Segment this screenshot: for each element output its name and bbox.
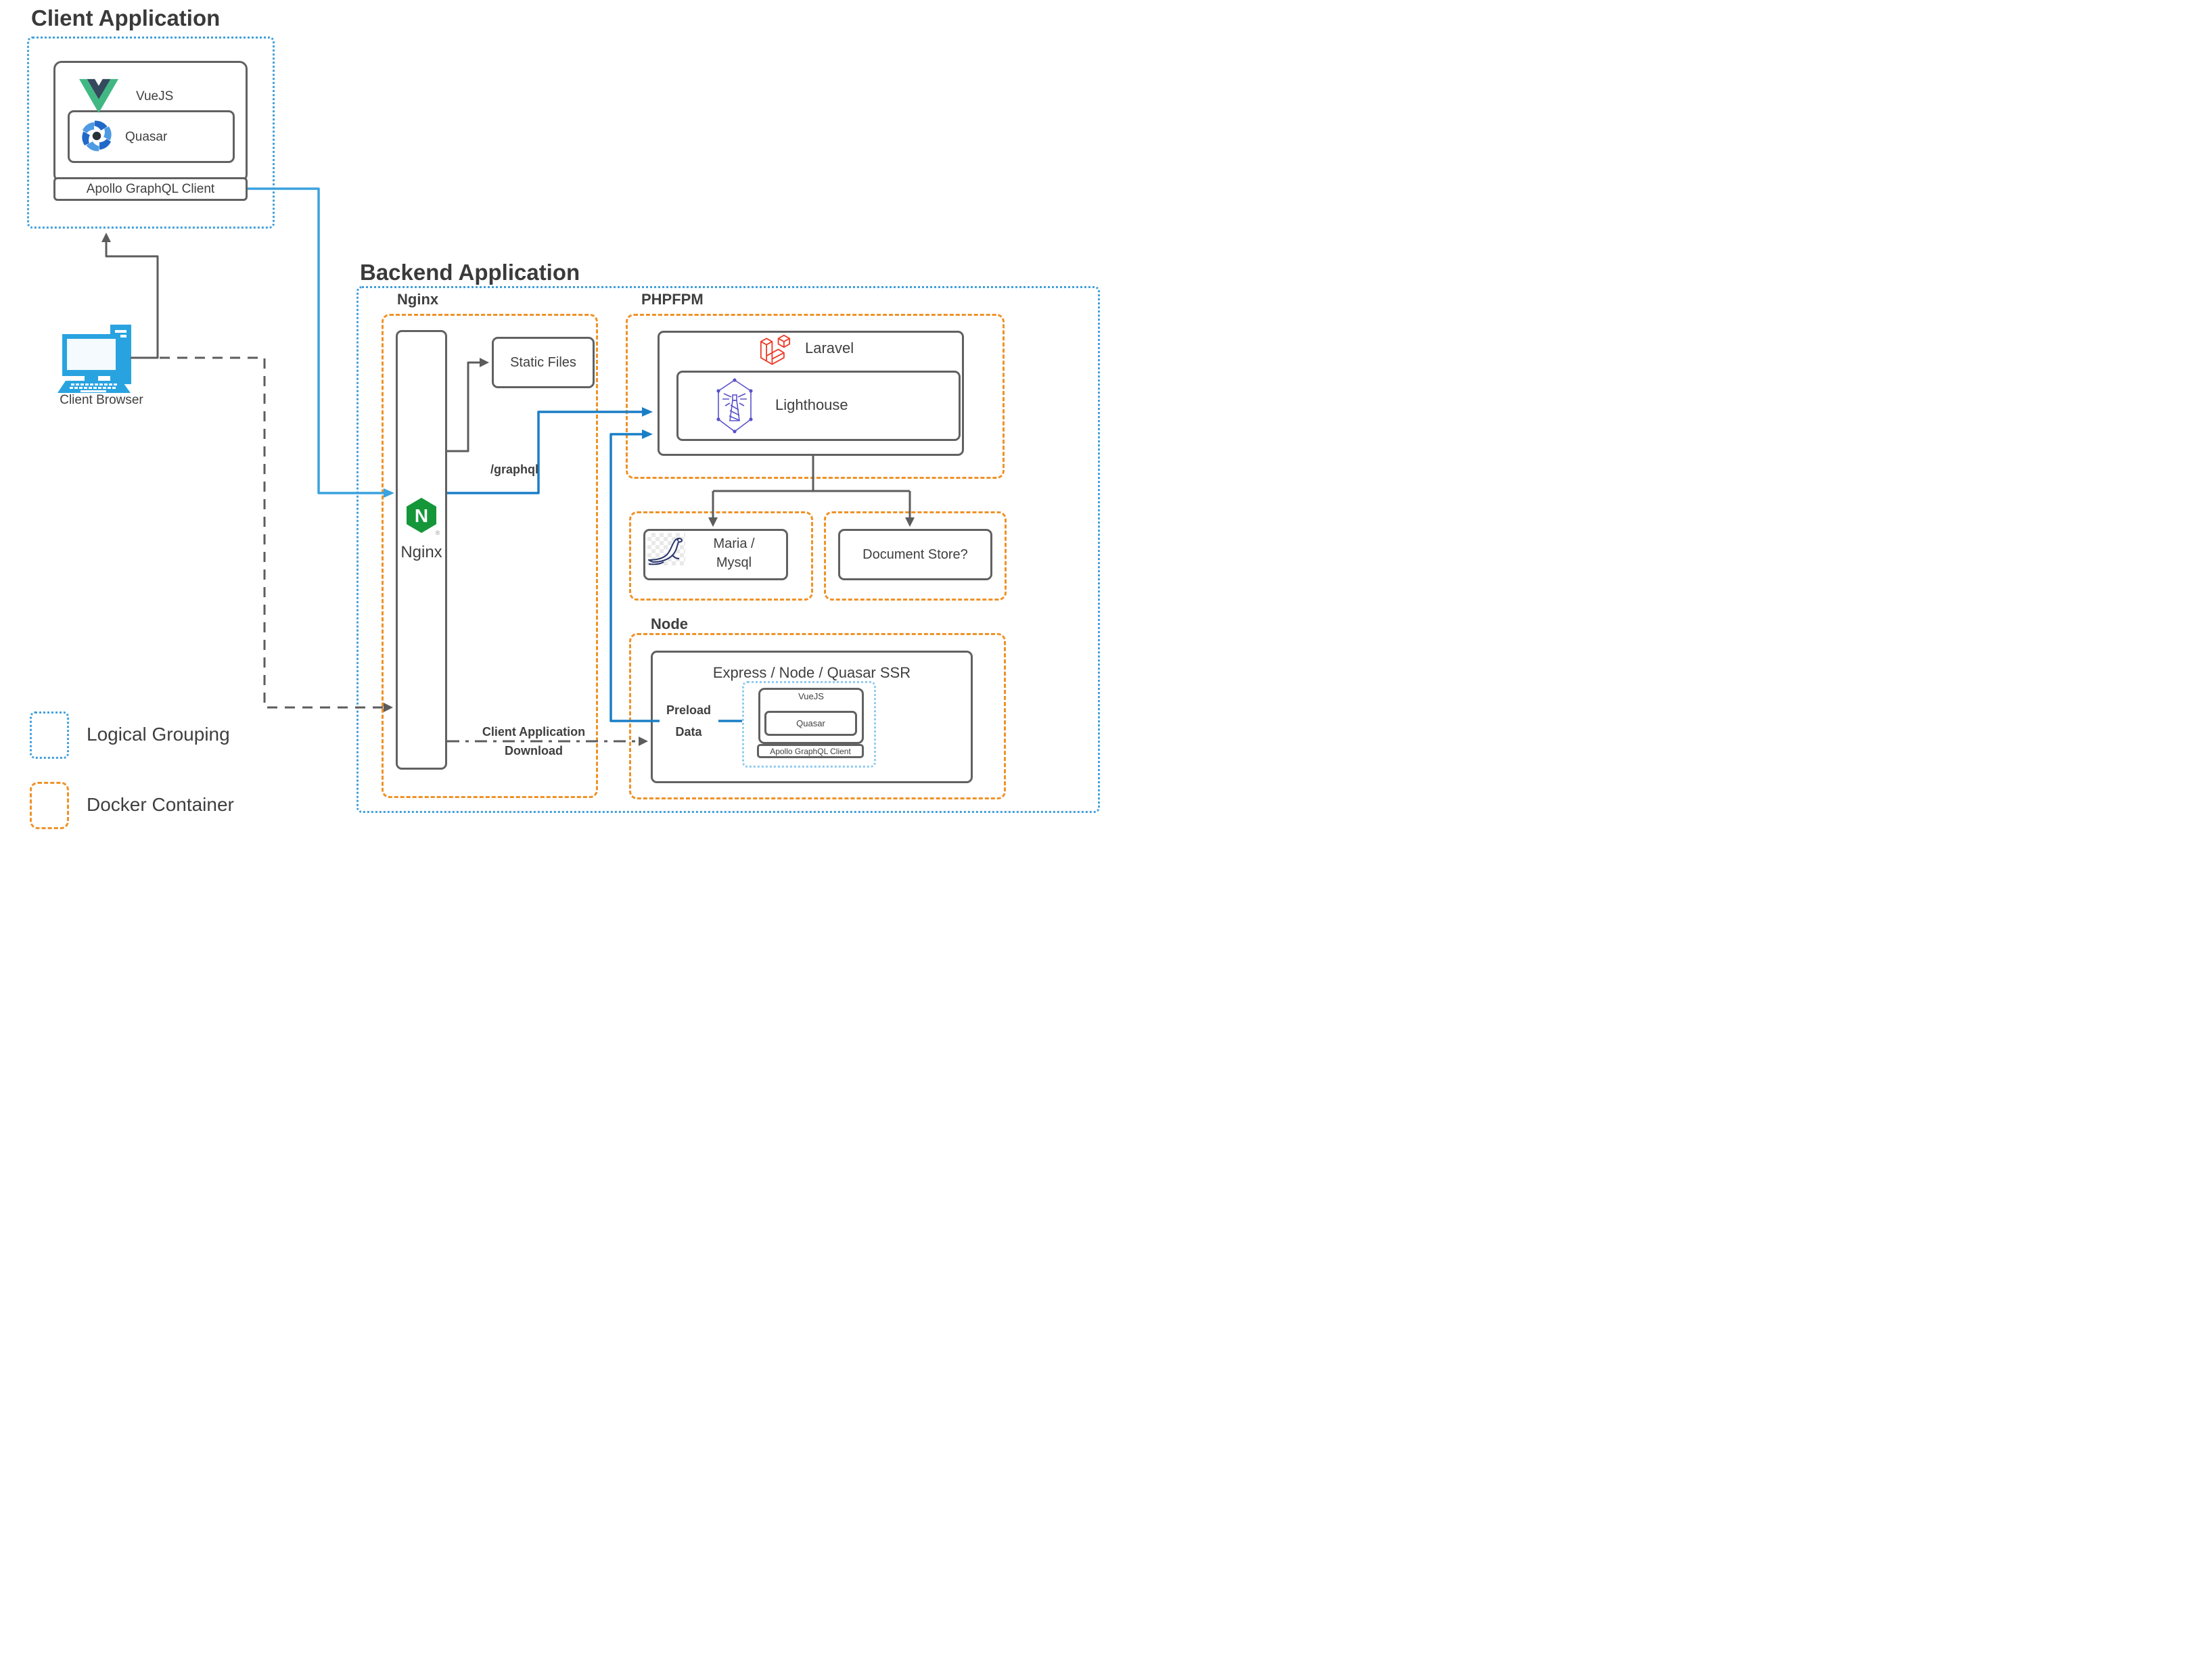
nginx-group-label: Nginx [397,291,439,308]
preload-label-line2: Data [675,725,702,739]
apollo-graphql-client-label: Apollo GraphQL Client [86,181,215,196]
vuejs-label: VueJS [136,89,174,103]
laravel-label: Laravel [805,340,854,356]
nginx-node-box [396,330,447,770]
static-files-label: Static Files [510,354,576,370]
legend-docker-container-swatch [30,782,69,829]
document-store-box: Document Store? [838,529,992,580]
legend-logical-grouping-swatch [30,711,69,759]
ssr-vuejs-label: VueJS [798,691,824,701]
express-label: Express / Node / Quasar SSR [712,664,911,681]
node-group-label: Node [651,615,688,632]
lighthouse-logo-icon [714,377,755,434]
ssr-quasar-label: Quasar [796,718,825,728]
backend-application-title: Backend Application [360,260,580,285]
client-application-group [27,37,275,229]
apollo-graphql-client-bar: Apollo GraphQL Client [53,177,248,201]
laravel-logo-icon [759,334,791,365]
docstore-docker-container [824,511,1007,601]
phpfpm-group-label: PHPFPM [641,291,704,308]
client-browser-label: Client Browser [60,393,143,407]
lighthouse-label: Lighthouse [775,396,848,413]
mariadb-seal-icon [647,533,685,565]
maria-label-line1: Maria / [713,536,755,551]
legend-docker-container-label: Docker Container [87,794,234,815]
preload-label-line1: Preload [666,703,712,717]
nginx-node-label: Nginx [400,543,442,561]
ssr-apollo-bar: Apollo GraphQL Client [757,744,864,758]
download-label-line1: Client Application [482,725,586,739]
ssr-client-bundle-group [742,681,876,768]
maria-mysql-label: Maria / Mysql [690,534,778,572]
svg-text:N: N [415,505,428,526]
quasar-box [68,110,235,163]
lighthouse-box [676,371,961,441]
architecture-diagram: Client Application Backend Application N… [0,0,1105,840]
vue-logo-icon [79,78,118,114]
ssr-apollo-label: Apollo GraphQL Client [770,746,851,756]
nginx-logo-icon: N ® [405,497,441,538]
svg-text:®: ® [436,530,440,536]
ssr-quasar-box: Quasar [764,711,857,736]
client-browser-icon [57,311,156,394]
graphql-edge-label: /graphql [490,463,538,476]
legend-logical-grouping-label: Logical Grouping [87,724,230,745]
client-application-title: Client Application [31,5,221,30]
static-files-box: Static Files [492,337,595,388]
download-label-line2: Download [505,744,563,757]
quasar-logo-icon [80,119,114,153]
maria-label-line2: Mysql [716,555,752,570]
quasar-label: Quasar [125,130,168,144]
edge-browser-to-nginx [160,356,393,712]
document-store-label: Document Store? [862,546,968,562]
